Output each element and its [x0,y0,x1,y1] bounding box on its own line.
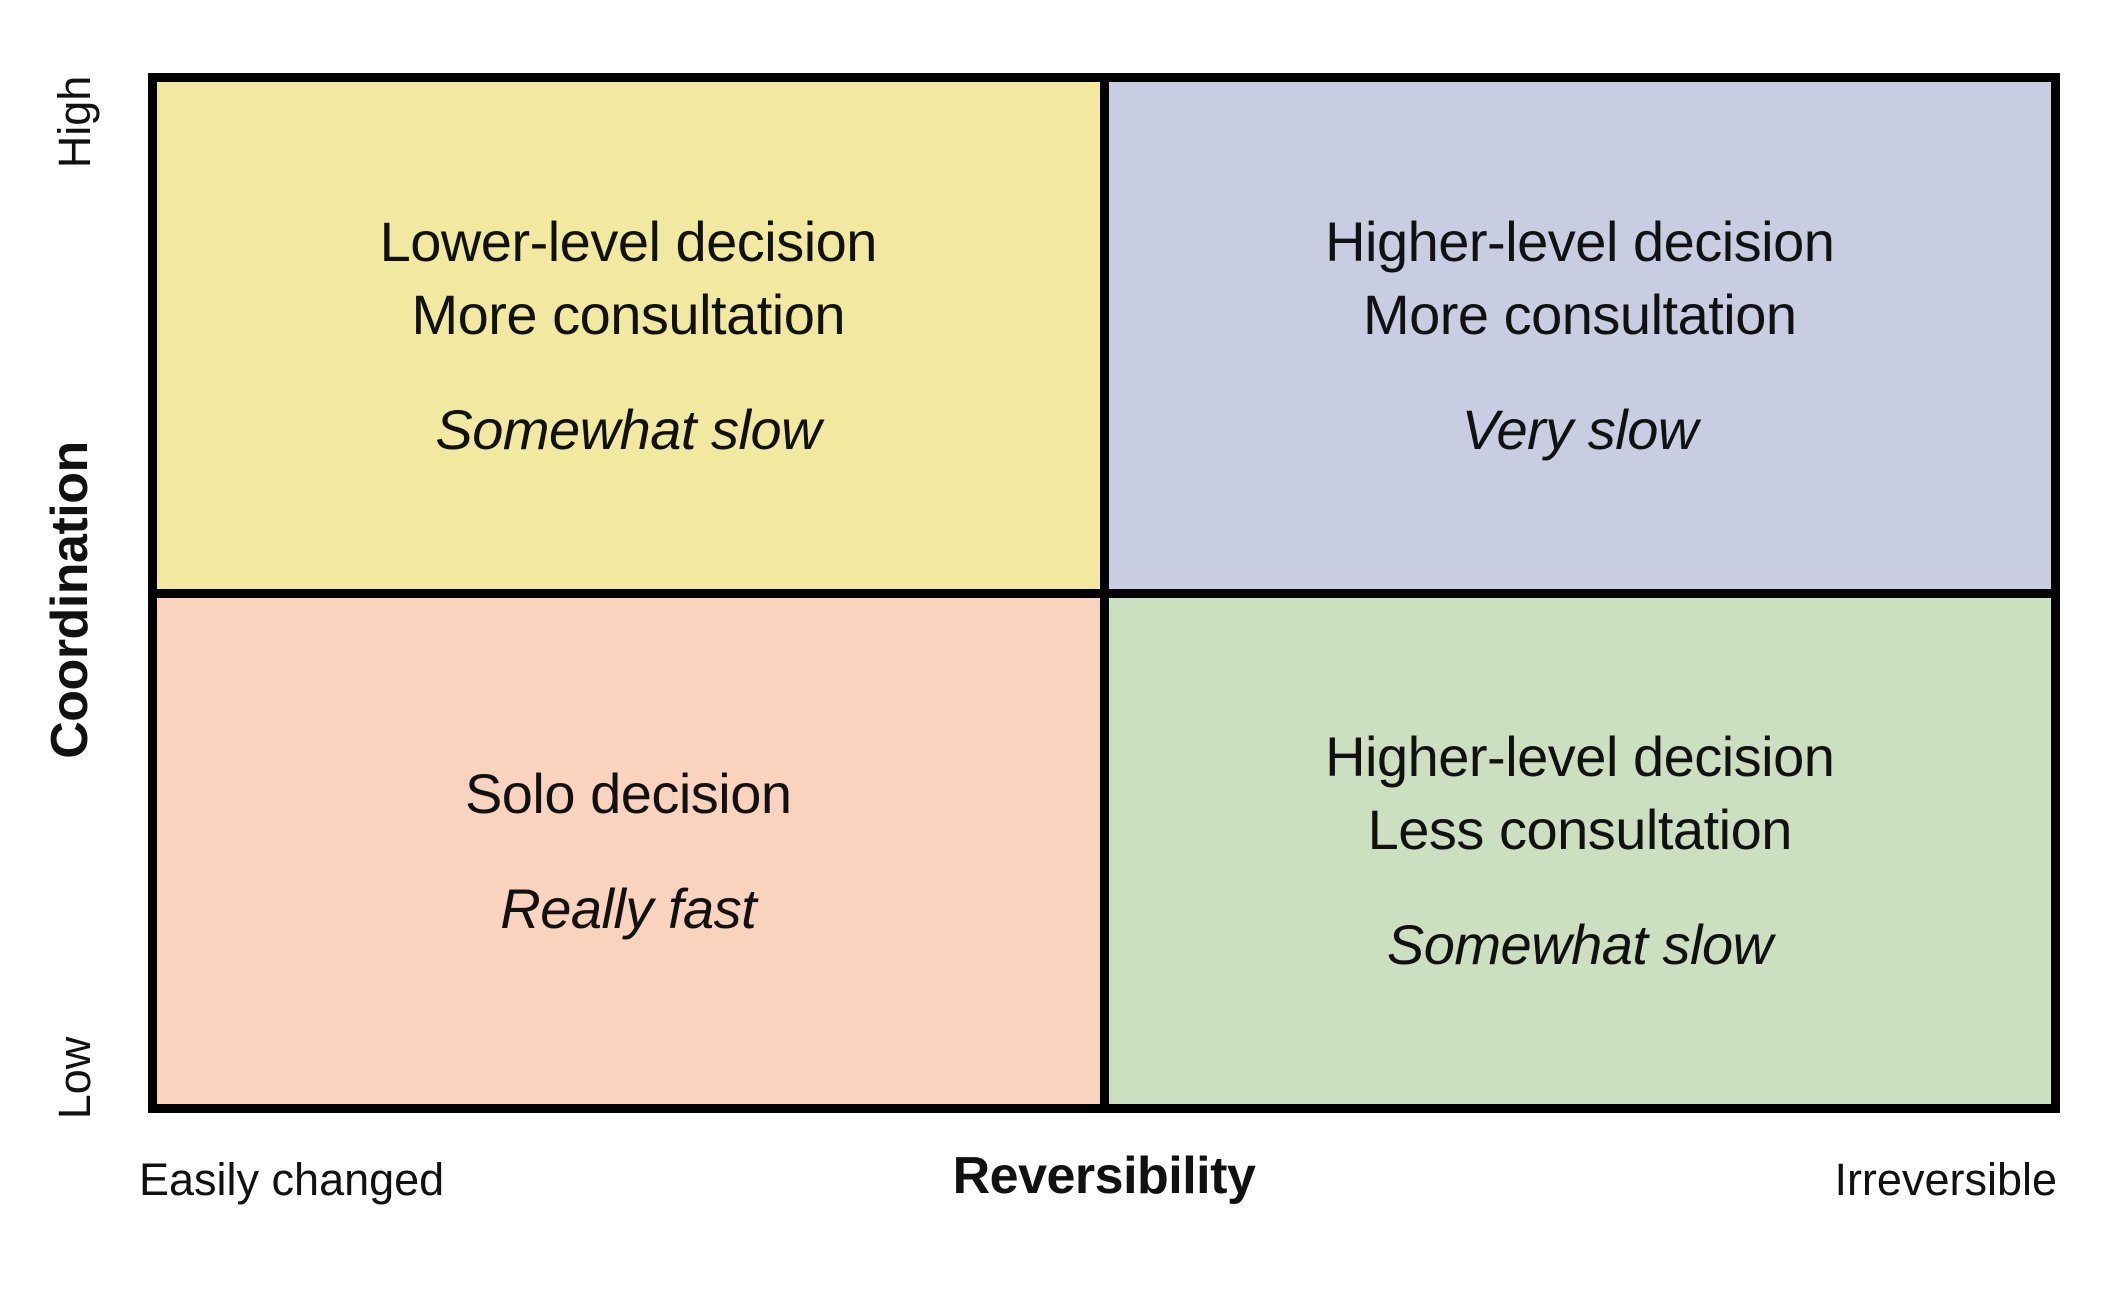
quadrant-speed-note: Very slow [1461,397,1699,461]
quadrant-speed-note: Really fast [500,876,757,940]
y-axis-title-label: Coordination [41,441,99,759]
y-axis-tick-high: High [45,22,105,222]
quadrant-bottom-right: Higher-level decision Less consultation … [1108,597,2051,1104]
quadrant-top-left: Lower-level decision More consultation S… [157,82,1100,589]
y-axis-tick-low-label: Low [49,1036,100,1120]
x-axis-tick-easily-changed: Easily changed [139,1154,445,1205]
plot-area: Lower-level decision More consultation S… [148,73,2060,1113]
quadrant-heading-line: More consultation [411,282,845,346]
quadrant-top-right: Higher-level decision More consultation … [1108,82,2051,589]
quadrant-heading-line: More consultation [1362,282,1797,346]
quadrant-heading-line: Lower-level decision [379,209,878,273]
quadrant-heading-line: Higher-level decision [1325,209,1835,273]
quadrant-bottom-left: Solo decision Really fast [157,597,1100,1104]
quadrant-speed-note: Somewhat slow [1386,913,1773,977]
x-axis-title: Reversibility [952,1147,1256,1205]
y-axis-title: Coordination [40,425,100,775]
quadrant-speed-note: Somewhat slow [435,397,822,461]
y-axis-tick-high-label: High [49,75,100,169]
quadrant-heading-line: Higher-level decision [1325,725,1835,789]
quadrant-heading-line: Solo decision [464,761,792,825]
quadrant-heading-line: Less consultation [1367,798,1793,862]
y-axis-tick-low: Low [45,978,105,1178]
x-axis-tick-irreversible: Irreversible [1834,1154,2057,1205]
